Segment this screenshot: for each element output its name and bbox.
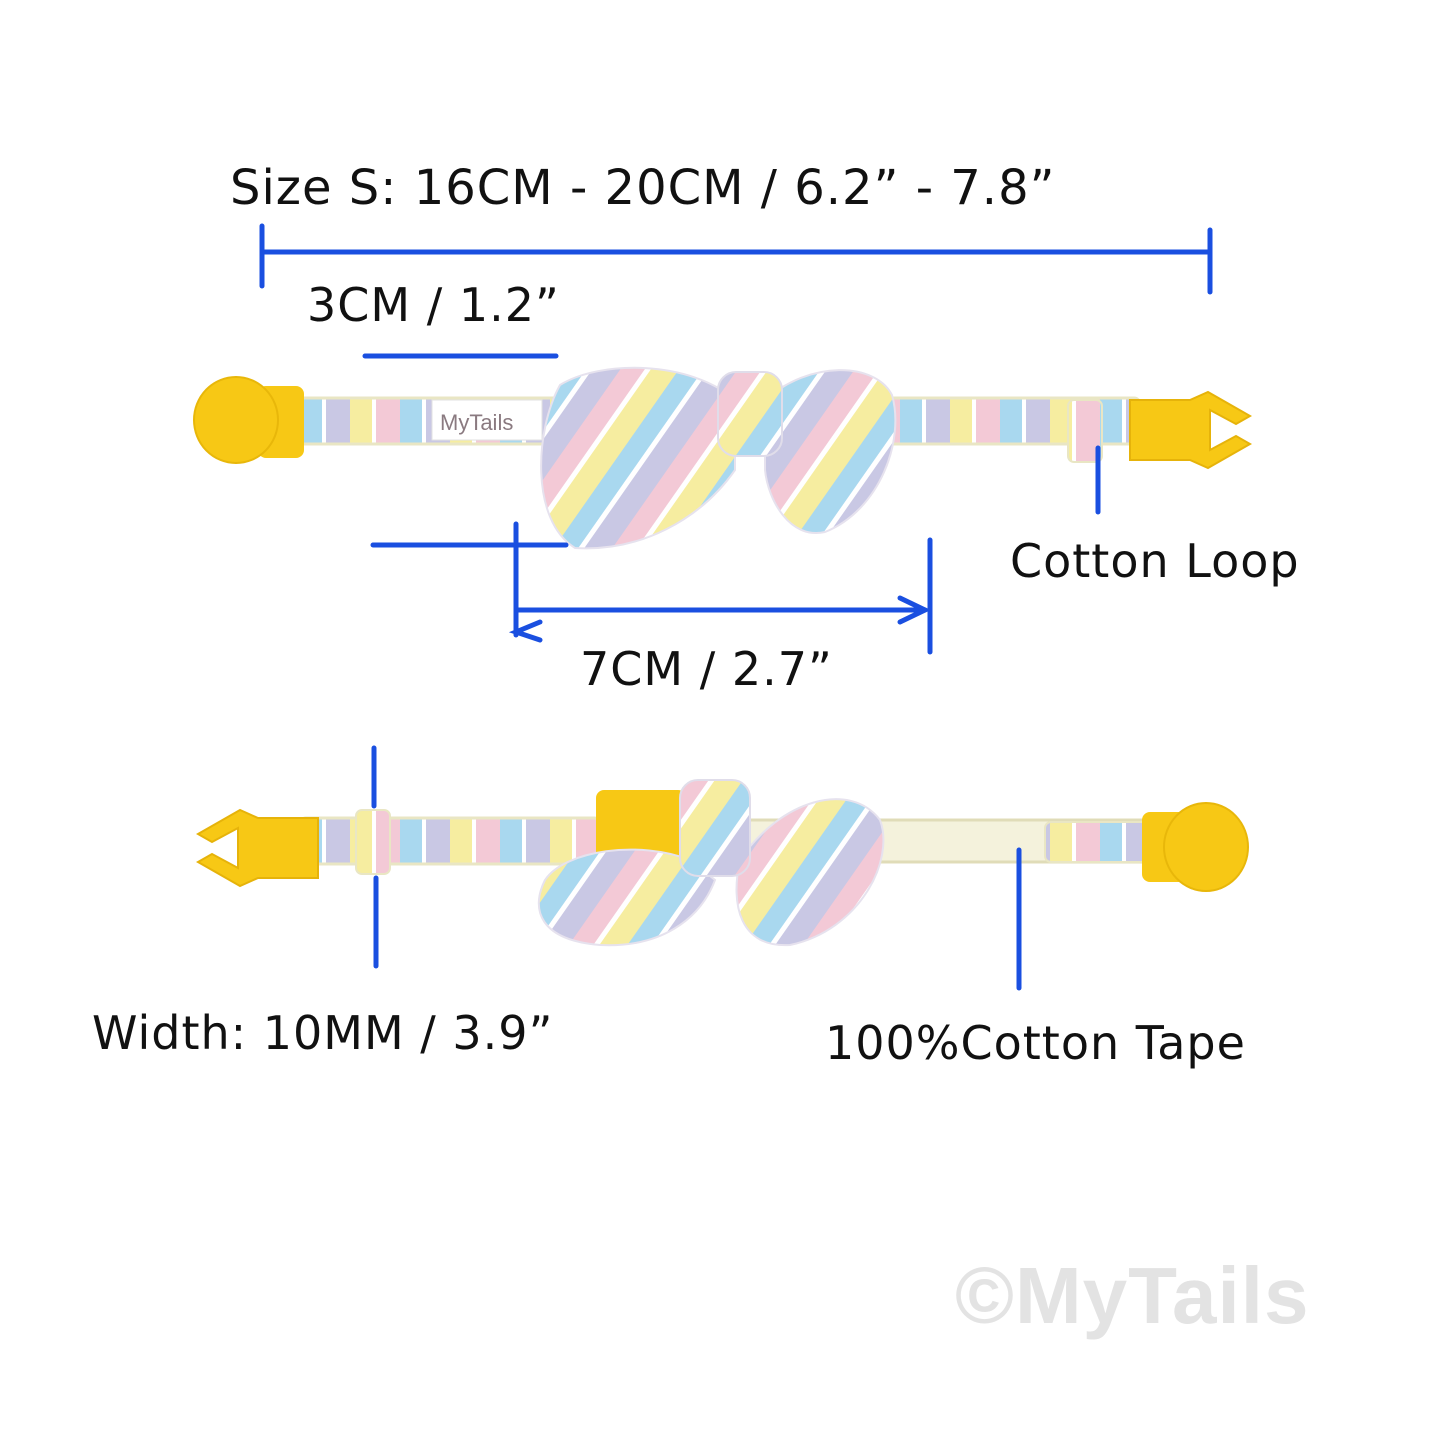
top-collar-left-buckle-disc [193,376,279,464]
bottom-bow [537,779,885,947]
brand-tag-text: MyTails [440,410,513,435]
bottom-collar-end-stripe [1044,821,1151,863]
bottom-collar-loop [355,809,391,875]
width-measure-line [371,745,379,969]
size-label: Size S: 16CM - 20CM / 6.2” - 7.8” [230,160,1056,216]
top-collar-right-buckle [1129,390,1253,470]
cotton-loop-label: Cotton Loop [1010,534,1300,588]
bottom-collar [195,779,1249,947]
brand-tag [431,399,543,441]
cotton-loop [1067,399,1103,463]
top-bow [540,366,897,550]
bow-width-label: 3CM / 1.2” [307,278,560,332]
bow-length-measure-line [370,521,933,655]
bottom-collar-left-buckle [195,808,319,888]
bottom-collar-right-buckle-disc [1163,802,1249,892]
copyright-watermark: ©MyTails [955,1251,1310,1340]
cotton-tape-label: 100%Cotton Tape [825,1016,1246,1070]
bow-length-label: 7CM / 2.7” [580,642,833,696]
top-collar: MyTails [193,366,1253,550]
width-label: Width: 10MM / 3.9” [92,1006,554,1060]
size-measure-line [259,223,1213,295]
bottom-collar-strap-striped [298,816,602,866]
